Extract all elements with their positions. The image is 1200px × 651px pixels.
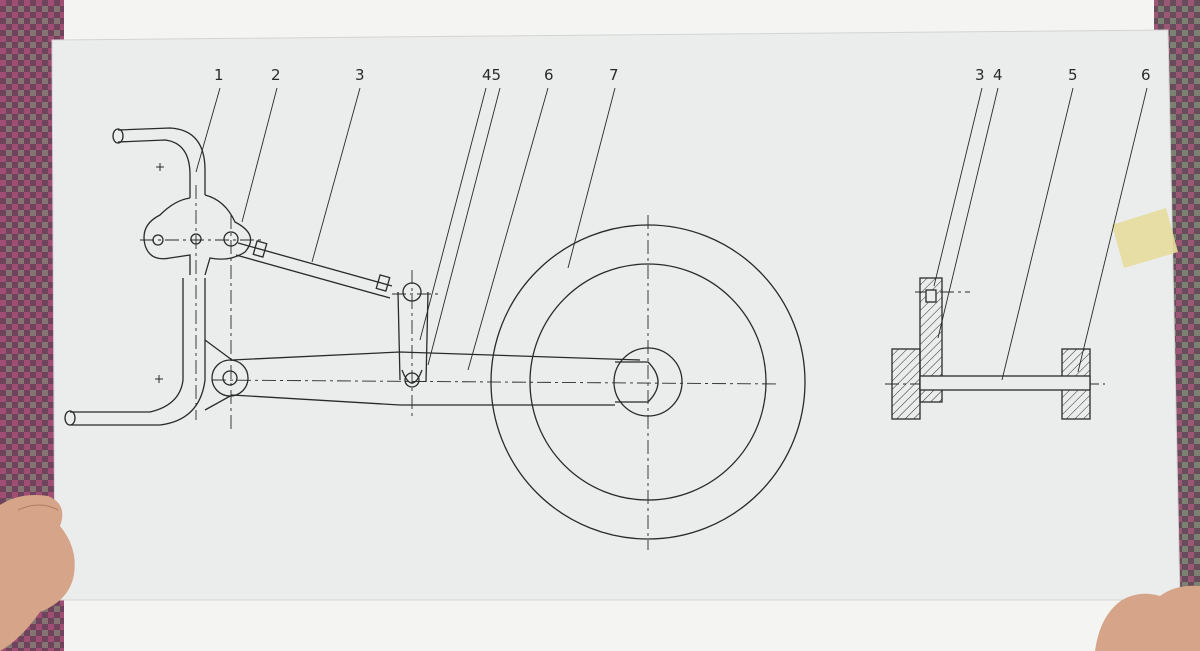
callout-2: 2	[271, 66, 281, 84]
section-callout-5: 5	[1068, 66, 1078, 84]
section-callout-4: 4	[993, 66, 1003, 84]
callout-45: 45	[482, 66, 502, 84]
callout-7: 7	[609, 66, 619, 84]
section-callout-6: 6	[1141, 66, 1151, 84]
callout-6: 6	[544, 66, 554, 84]
tracing-sheet	[51, 29, 1181, 601]
callout-1: 1	[214, 66, 224, 84]
right-hand	[1095, 585, 1200, 651]
left-hand	[0, 495, 75, 651]
masking-tape	[1112, 208, 1178, 268]
section-view-drawing	[891, 277, 1091, 420]
leader-lines	[195, 87, 1148, 381]
cross-marks	[155, 163, 164, 383]
section-callout-3: 3	[975, 66, 985, 84]
callout-3: 3	[355, 66, 365, 84]
